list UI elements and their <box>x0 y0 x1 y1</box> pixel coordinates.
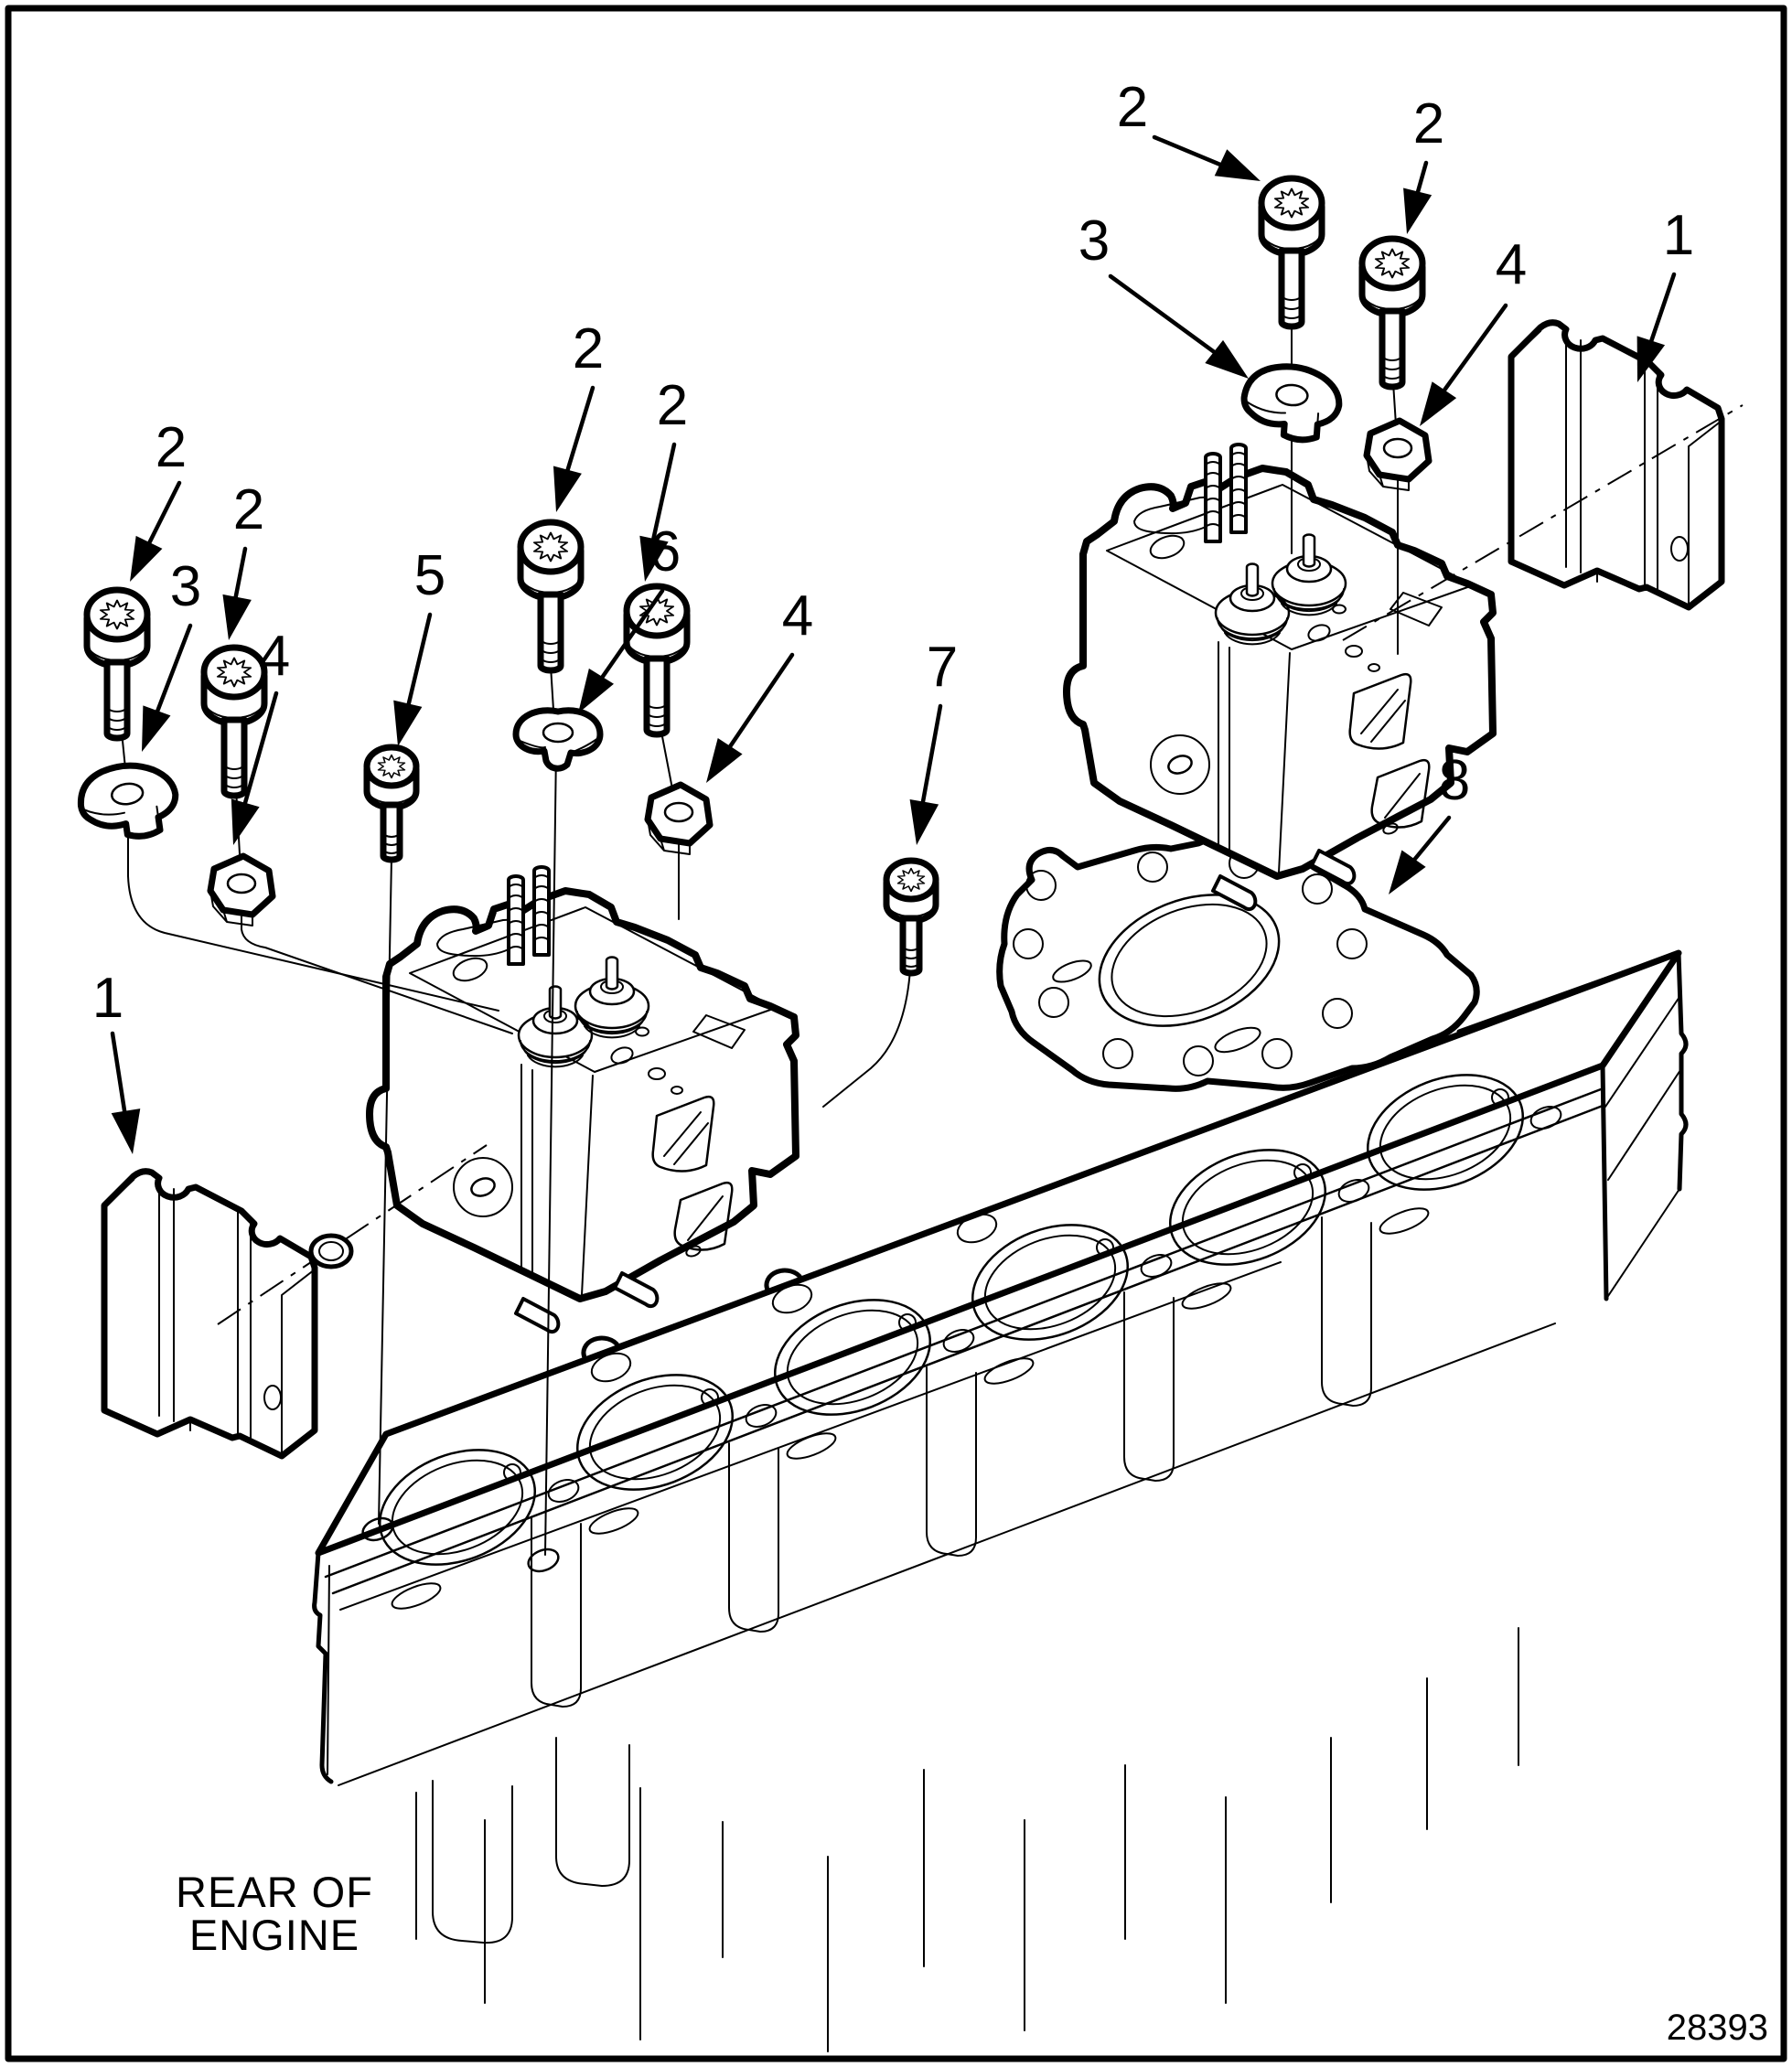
callout-bolt-right-outer: 2 <box>1117 76 1148 139</box>
bolt-right-outer <box>1261 178 1322 327</box>
nut-right <box>1367 421 1429 490</box>
block-front-face <box>324 1087 1604 2052</box>
leader-lines <box>110 134 1677 1157</box>
callout-nut-right: 4 <box>1496 233 1527 296</box>
bolt-left-outer <box>87 590 147 738</box>
cup-plug <box>308 1233 354 1269</box>
block-right-face <box>1600 950 1689 1301</box>
callout-clamp-center: 6 <box>649 520 681 584</box>
callout-bolt-center-short: 5 <box>414 544 445 607</box>
nut-left <box>210 856 273 926</box>
engine-block <box>312 949 1689 2052</box>
callout-bolt-left-inner: 2 <box>233 478 264 541</box>
cylinder-head-left <box>370 867 796 1332</box>
callout-bolt-right-inner: 2 <box>1413 92 1444 155</box>
bolt-rear-short <box>886 861 936 973</box>
callout-bolt-left-outer: 2 <box>156 416 187 479</box>
bolt-right-inner <box>1362 239 1422 387</box>
callout-gasket: 8 <box>1439 749 1470 812</box>
callout-bolt-center-left: 2 <box>573 317 604 380</box>
callout-nut-left: 4 <box>259 625 290 688</box>
callout-numbers: 1 2 2 3 4 5 2 6 2 4 7 2 2 3 4 1 8 <box>92 76 1694 1030</box>
spacer-right <box>1511 323 1722 607</box>
cylinder-bores <box>379 1074 1524 1566</box>
bolt-center-right <box>627 586 687 734</box>
head-gasket <box>996 834 1480 1092</box>
deck-holes <box>361 1088 1562 1610</box>
bolt-center-left <box>520 522 581 670</box>
figure-number: 28393 <box>1667 2008 1768 2048</box>
nut-center <box>648 785 710 854</box>
rear-of-engine-label-line2: ENGINE <box>189 1911 359 1959</box>
callout-nut-center: 4 <box>782 584 813 648</box>
callout-clamp-right: 3 <box>1078 209 1110 273</box>
centerline-right <box>1342 404 1744 641</box>
callout-spacer-left: 1 <box>92 967 123 1030</box>
clamp-center <box>516 711 600 768</box>
bolt-center-short <box>367 747 416 860</box>
centerline-left <box>217 1144 488 1325</box>
clamp-left <box>76 759 180 844</box>
spacer-left <box>104 1172 315 1456</box>
callout-clamp-left: 3 <box>170 555 201 618</box>
clamp-right <box>1241 364 1341 443</box>
callout-bolt-center-right: 2 <box>657 374 688 437</box>
callout-bolt-rear-short: 7 <box>927 636 958 699</box>
page-border <box>5 5 1787 2062</box>
callout-spacer-right: 1 <box>1663 204 1694 267</box>
rear-of-engine-label-line1: REAR OF <box>176 1868 373 1916</box>
